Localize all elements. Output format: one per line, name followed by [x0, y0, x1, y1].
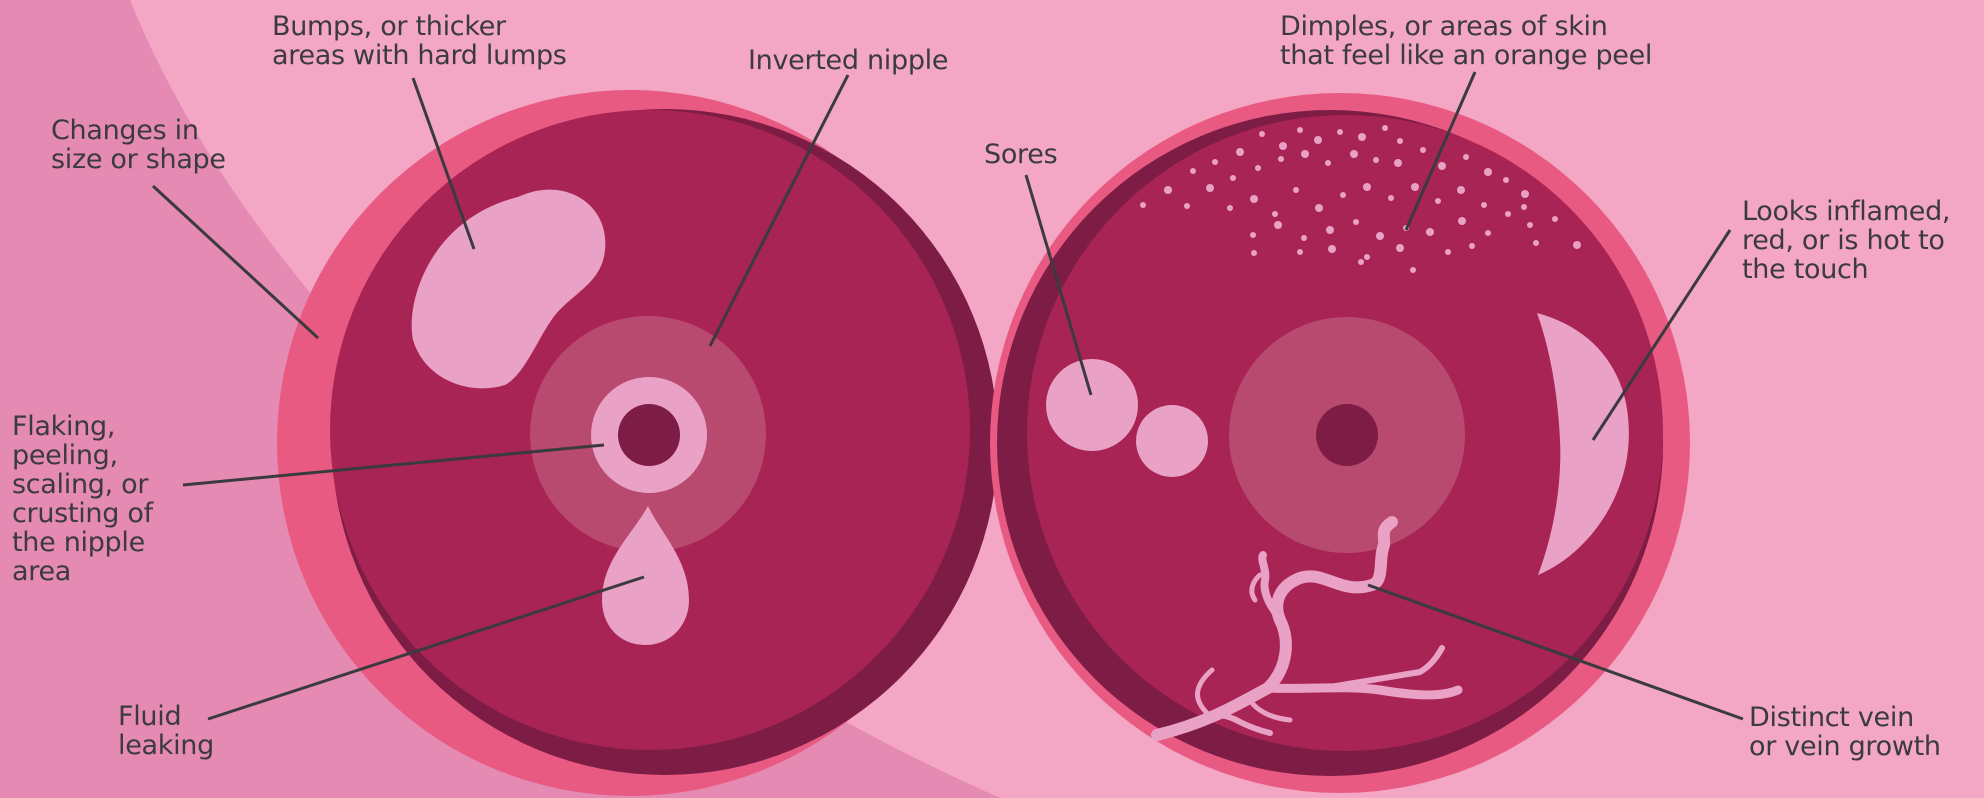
- label-fluid-leaking: Fluid leaking: [118, 702, 214, 760]
- sore-mark-large: [1046, 359, 1138, 451]
- sore-mark-small: [1136, 405, 1208, 477]
- label-bumps: Bumps, or thicker areas with hard lumps: [272, 12, 567, 70]
- label-vein: Distinct vein or vein growth: [1749, 703, 1941, 761]
- label-size-shape: Changes in size or shape: [51, 116, 226, 174]
- label-flaking: Flaking, peeling, scaling, or crusting o…: [12, 412, 153, 586]
- label-inverted-nipple: Inverted nipple: [748, 46, 948, 75]
- right-nipple: [1316, 404, 1378, 466]
- right-breast: [990, 93, 1690, 793]
- label-dimples: Dimples, or areas of skin that feel like…: [1280, 12, 1652, 70]
- label-sores: Sores: [984, 140, 1057, 169]
- label-inflamed: Looks inflamed, red, or is hot to the to…: [1742, 197, 1950, 284]
- left-nipple: [618, 404, 680, 466]
